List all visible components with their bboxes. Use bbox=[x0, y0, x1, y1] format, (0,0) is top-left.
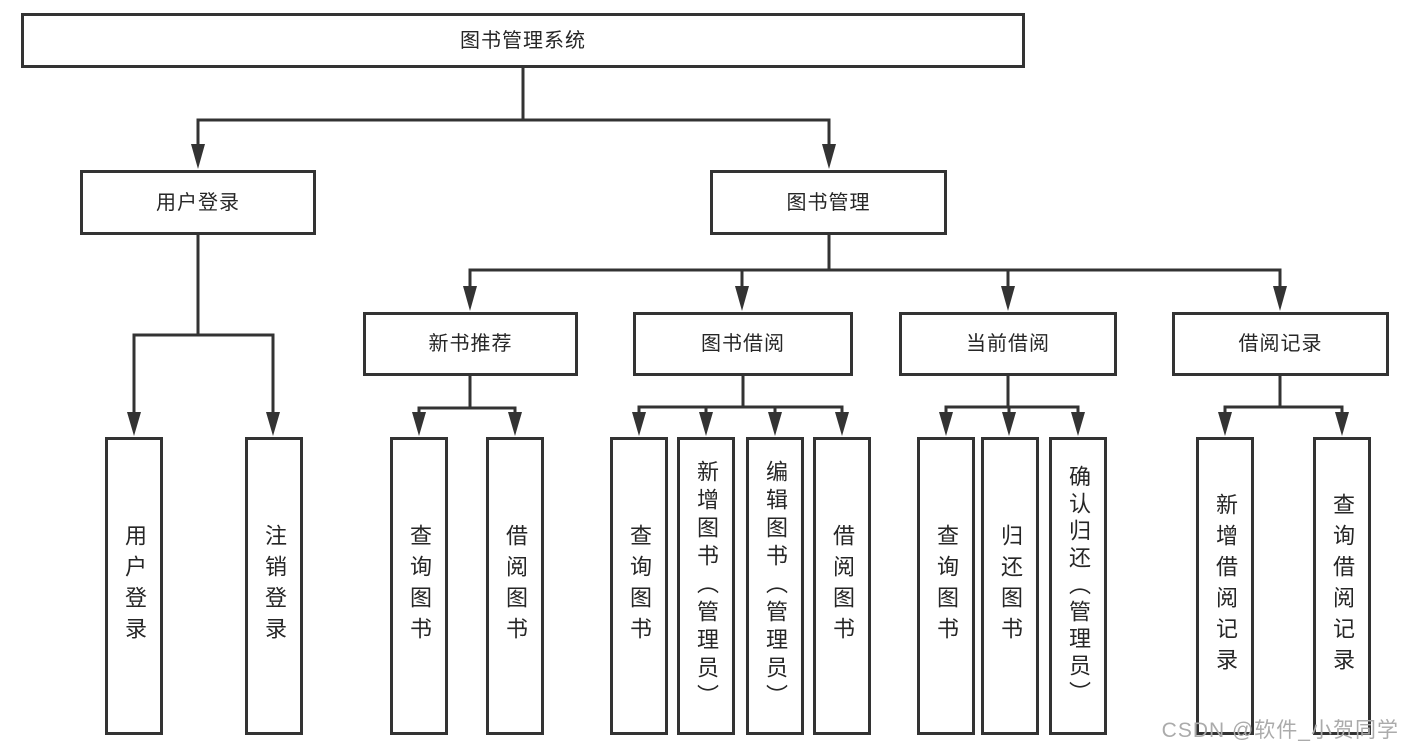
node-root-system: 图书管理系统 bbox=[21, 13, 1025, 68]
csdn-watermark: CSDN @软件_小贺同学 bbox=[1161, 719, 1399, 742]
leaf-borrowing-query-book: 查询图书 bbox=[610, 437, 668, 735]
leaf-current-confirm-return-admin: 确认归还（管理员） bbox=[1049, 437, 1107, 735]
leaf-borrowing-edit-book-admin: 编辑图书（管理员） bbox=[746, 437, 804, 735]
leaf-user-login: 用户登录 bbox=[105, 437, 163, 735]
node-user-login: 用户登录 bbox=[80, 170, 316, 235]
leaf-borrowing-borrow-book: 借阅图书 bbox=[813, 437, 871, 735]
leaf-records-query-record: 查询借阅记录 bbox=[1313, 437, 1371, 735]
leaf-current-query-book: 查询图书 bbox=[917, 437, 975, 735]
leaf-borrowing-add-book-admin: 新增图书（管理员） bbox=[677, 437, 735, 735]
leaf-current-return-book: 归还图书 bbox=[981, 437, 1039, 735]
node-current-borrowing: 当前借阅 bbox=[899, 312, 1117, 376]
leaf-logout: 注销登录 bbox=[245, 437, 303, 735]
leaf-recommend-borrow-book: 借阅图书 bbox=[486, 437, 544, 735]
node-book-borrowing: 图书借阅 bbox=[633, 312, 853, 376]
node-borrowing-records: 借阅记录 bbox=[1172, 312, 1389, 376]
node-book-management: 图书管理 bbox=[710, 170, 947, 235]
node-new-book-recommend: 新书推荐 bbox=[363, 312, 578, 376]
leaf-recommend-query-book: 查询图书 bbox=[390, 437, 448, 735]
leaf-records-add-record: 新增借阅记录 bbox=[1196, 437, 1254, 735]
